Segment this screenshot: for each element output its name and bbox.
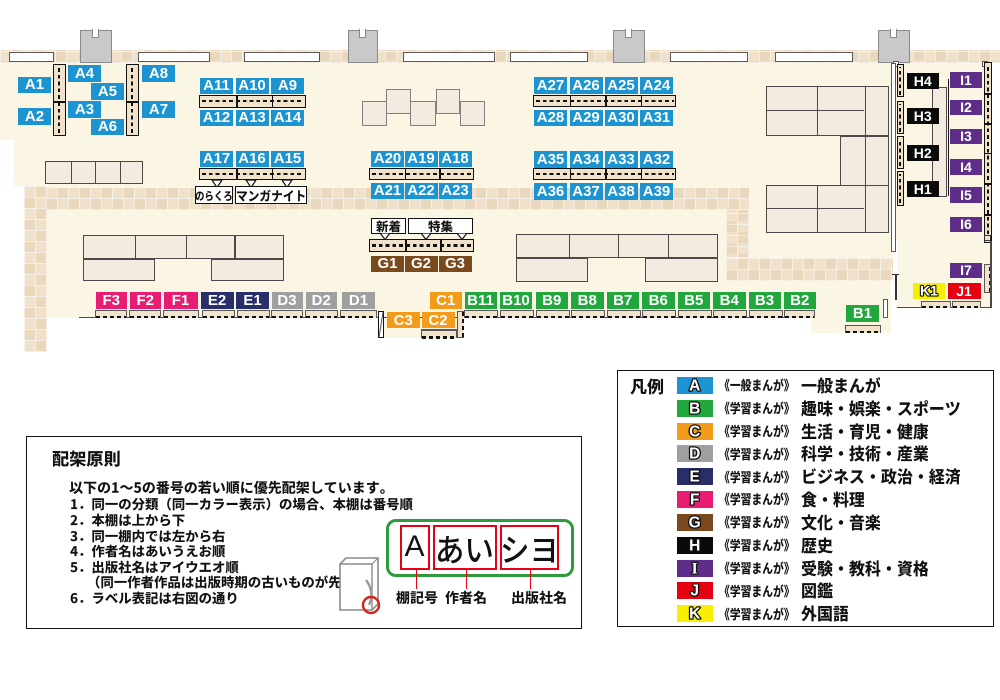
svg-text:I: I bbox=[692, 560, 698, 576]
svg-text:K1: K1 bbox=[920, 283, 938, 299]
svg-text:A: A bbox=[689, 377, 700, 393]
svg-text:K: K bbox=[689, 606, 701, 622]
svg-text:E: E bbox=[690, 469, 700, 485]
svg-text:J: J bbox=[690, 583, 699, 599]
svg-text:F: F bbox=[690, 492, 699, 508]
svg-text:H: H bbox=[689, 537, 700, 553]
svg-text:D: D bbox=[689, 446, 700, 462]
svg-text:C: C bbox=[689, 423, 700, 439]
svg-text:B: B bbox=[689, 400, 700, 416]
svg-text:G: G bbox=[689, 514, 701, 530]
